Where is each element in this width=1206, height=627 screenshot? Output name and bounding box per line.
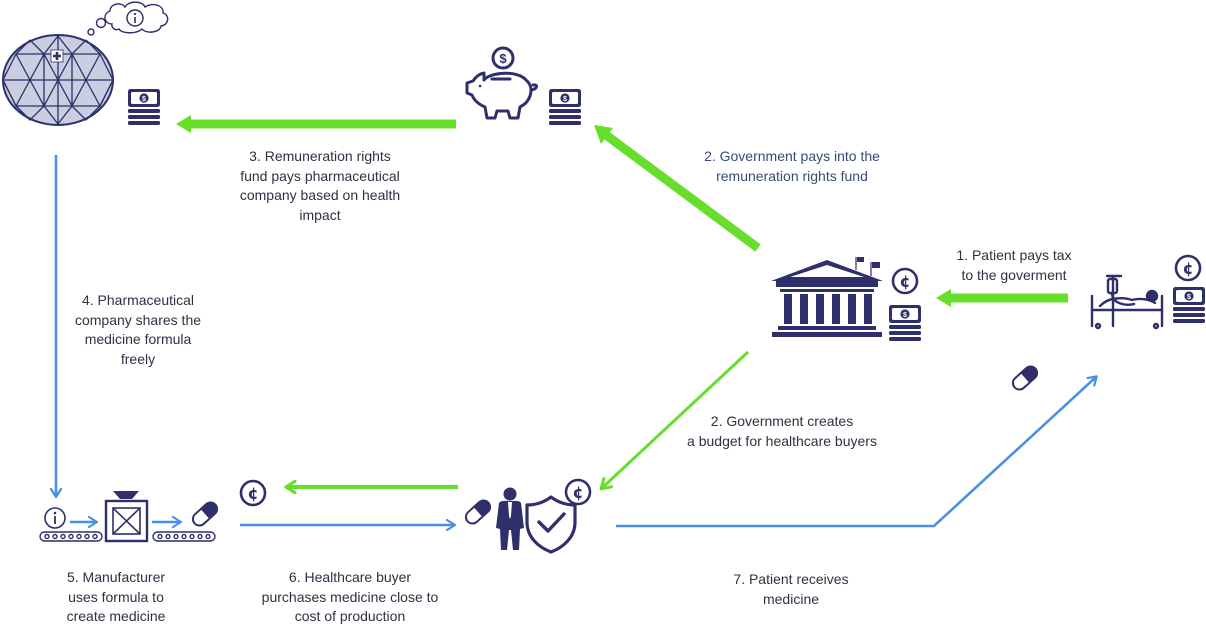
step-3-label: 3. Remuneration rights fund pays pharmac… xyxy=(239,148,401,223)
piggy-bank-icon: $ xyxy=(465,46,538,120)
money-stack-icon xyxy=(1173,287,1205,323)
step-5-label: 5. Manufacturer uses formula to create m… xyxy=(66,569,166,624)
arrow-buyer-to-patient xyxy=(616,377,1096,528)
money-stack-icon xyxy=(128,89,160,125)
geodesic-hospital-icon xyxy=(2,34,114,126)
info-circle-icon xyxy=(44,507,66,529)
cent-coin-icon xyxy=(1174,254,1202,282)
step-6-label: 6. Healthcare buyer purchases medicine c… xyxy=(261,569,439,624)
step-2-budget-label: 2. Government creates a budget for healt… xyxy=(687,413,877,449)
step-7-label: 7. Patient receives medicine xyxy=(733,571,849,607)
conveyor-belt-icon xyxy=(39,531,103,542)
businessman-icon xyxy=(496,487,524,550)
cent-coin-icon xyxy=(891,267,919,295)
step-2-fund-label: 2. Government pays into the remuneration… xyxy=(704,148,880,184)
pill-capsule-icon xyxy=(189,498,221,530)
money-stack-icon xyxy=(889,305,921,341)
arrow-government-to-buyer xyxy=(602,350,750,488)
arrow-government-to-fund xyxy=(594,125,761,252)
arrow-fund-to-pharma xyxy=(176,115,456,133)
pill-capsule-icon xyxy=(1009,362,1041,394)
machine-box-icon xyxy=(104,491,149,543)
government-building-icon xyxy=(771,257,883,337)
svg-text:$: $ xyxy=(499,51,507,66)
arrow-patient-to-government xyxy=(936,289,1068,307)
cent-coin-icon xyxy=(239,479,267,507)
hospital-bed-patient-icon xyxy=(1090,274,1164,330)
conveyor-belt-icon xyxy=(152,531,216,542)
info-thought-bubble-icon xyxy=(87,1,169,36)
pill-capsule-icon xyxy=(462,496,494,528)
step-4-label: 4. Pharmaceutical company shares the med… xyxy=(74,292,202,367)
money-stack-icon xyxy=(549,89,581,125)
shield-check-icon xyxy=(525,495,577,554)
step-1-label: 1. Patient pays tax to the goverment xyxy=(956,247,1072,283)
cent-coin-icon xyxy=(564,478,592,506)
